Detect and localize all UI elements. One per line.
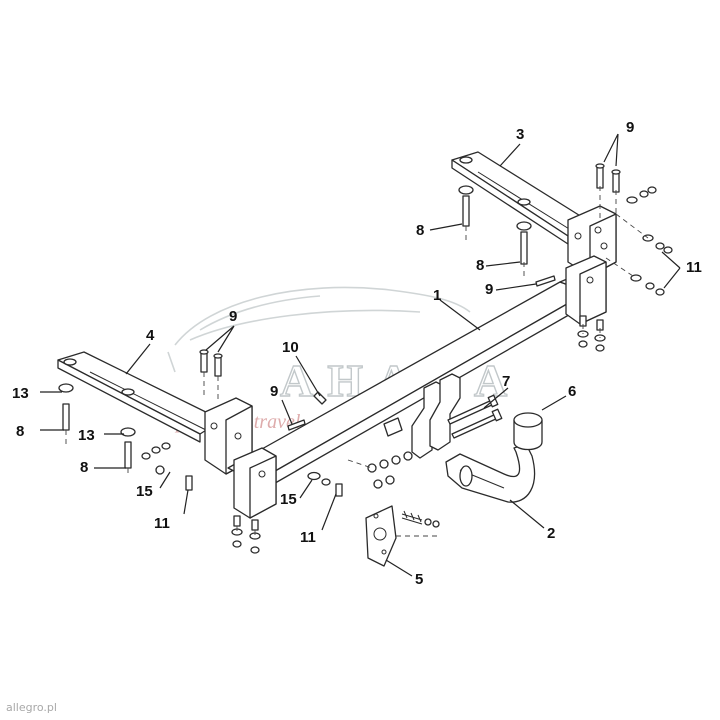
- callout-5: 5: [415, 571, 423, 588]
- callout-11-b: 11: [154, 515, 170, 532]
- callout-9-a: 9: [626, 119, 634, 136]
- callout-13-b: 13: [78, 427, 95, 444]
- callout-8-b: 8: [476, 257, 484, 274]
- callout-15-b: 15: [280, 491, 297, 508]
- callouts: 1 2 3 4 5 6 7 8 8 8 8 9 9 9 9 10 11 11 1…: [12, 119, 702, 588]
- callout-15-a: 15: [136, 483, 153, 500]
- hardware-right: [458, 163, 673, 352]
- callout-9-b: 9: [485, 281, 493, 298]
- center-bracket: [383, 373, 461, 459]
- callout-2: 2: [547, 525, 555, 542]
- bolts-7: [367, 394, 503, 489]
- bracket-left: [57, 351, 253, 475]
- tow-ball-cap: [513, 412, 543, 451]
- callout-6: 6: [568, 383, 576, 400]
- bracket-right: [451, 151, 617, 277]
- callout-8-a: 8: [416, 222, 424, 239]
- image-credit: allegro.pl: [6, 701, 57, 714]
- callout-4: 4: [146, 327, 155, 344]
- callout-11-c: 11: [300, 529, 316, 546]
- watermark-car-outline: [167, 286, 471, 373]
- callout-1: 1: [433, 287, 441, 304]
- tow-ball-neck: [445, 443, 536, 503]
- callout-9-c: 9: [229, 308, 237, 325]
- callout-7: 7: [502, 373, 510, 390]
- socket-plate: [365, 505, 440, 567]
- assembly-lines: [65, 186, 649, 537]
- callout-3: 3: [516, 126, 524, 143]
- callout-9-d: 9: [270, 383, 278, 400]
- callout-11-a: 11: [686, 259, 702, 276]
- callout-8-d: 8: [80, 459, 88, 476]
- leader-lines: [40, 133, 681, 577]
- callout-8-c: 8: [16, 423, 24, 440]
- callout-13-a: 13: [12, 385, 29, 402]
- cross-beam: [227, 255, 607, 519]
- hardware-left: [58, 349, 343, 554]
- callout-10: 10: [282, 339, 299, 356]
